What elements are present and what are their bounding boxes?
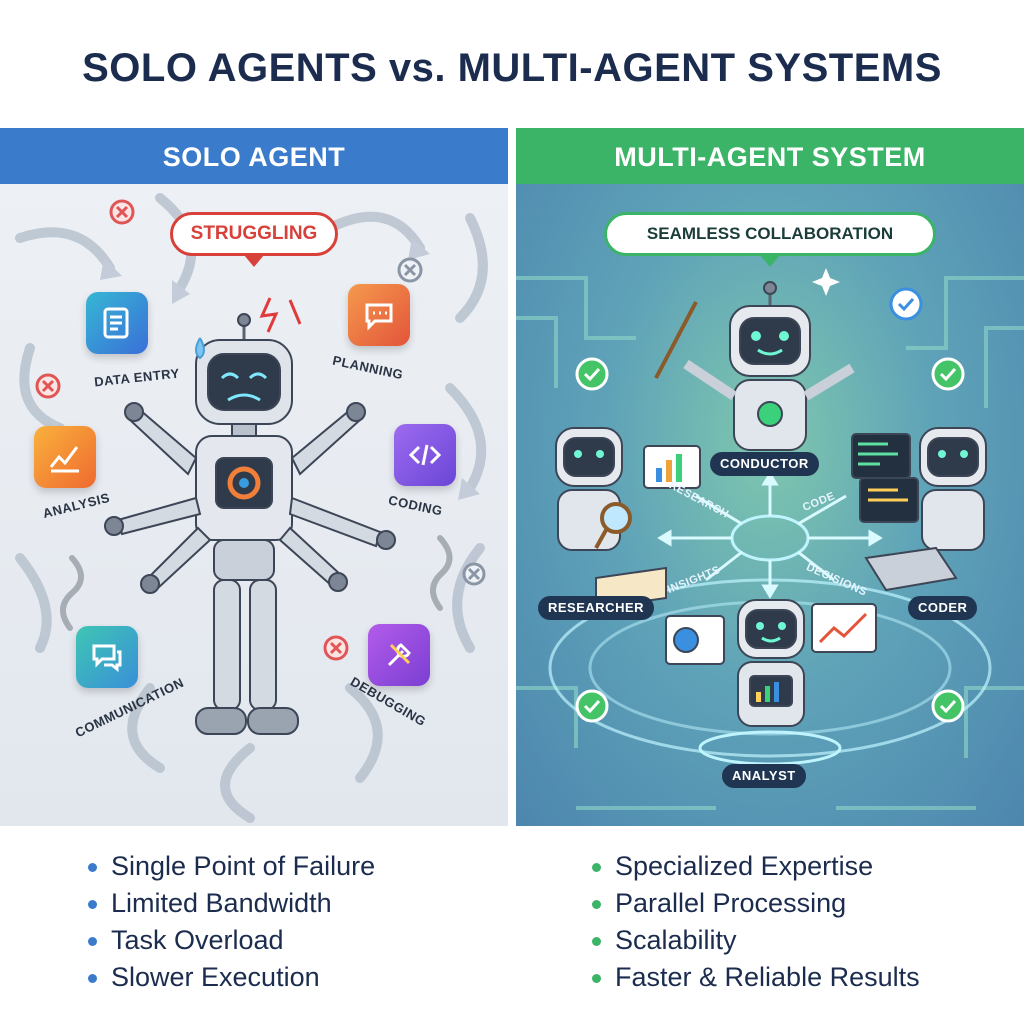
communication-icon [76,626,138,688]
bullet-dot [592,937,601,946]
researcher-robot [555,427,701,610]
list-item: Single Point of Failure [88,848,528,885]
analyst-robot [665,599,877,727]
multi-agent-benefits: Specialized Expertise Parallel Processin… [592,848,1024,996]
chaos-arrows-illustration [15,193,488,823]
list-item: Limited Bandwidth [88,885,528,922]
multi-agent-header: MULTI-AGENT SYSTEM [516,128,1024,184]
planning-icon [348,284,410,346]
list-item: Parallel Processing [592,885,1024,922]
researcher-label: RESEARCHER [538,596,655,620]
bullet-dot [592,863,601,872]
struggling-bubble: STRUGGLING [170,212,338,267]
solo-agent-header: SOLO AGENT [0,128,508,184]
solo-agent-panel: SOLO AGENT [0,128,508,826]
bullet-dot [592,900,601,909]
list-item: Specialized Expertise [592,848,1024,885]
bullet-dot [88,900,97,909]
conductor-robot [654,281,855,451]
bullet-dot [88,863,97,872]
bullet-dot [592,974,601,983]
conductor-label: CONDUCTOR [710,452,819,476]
coder-robot [851,427,987,592]
collaboration-bubble: SEAMLESS COLLABORATION [604,212,936,267]
analyst-label: ANALYST [722,764,806,788]
stressed-robot [104,313,396,735]
list-item: Task Overload [88,922,528,959]
bullet-dot [88,974,97,983]
multi-agent-panel: MULTI-AGENT SYSTEM [516,128,1024,826]
list-item: Slower Execution [88,959,528,996]
page-title: SOLO AGENTS vs. MULTI-AGENT SYSTEMS [82,46,942,90]
coding-icon [394,424,456,486]
coder-label: CODER [908,596,978,620]
data-entry-icon [86,292,148,354]
list-item: Scalability [592,922,1024,959]
analysis-icon [34,426,96,488]
list-item: Faster & Reliable Results [592,959,1024,996]
debugging-icon [368,624,430,686]
bullet-dot [88,937,97,946]
collaboration-network-illustration [516,268,1024,810]
solo-agent-drawbacks: Single Point of Failure Limited Bandwidt… [88,848,528,996]
